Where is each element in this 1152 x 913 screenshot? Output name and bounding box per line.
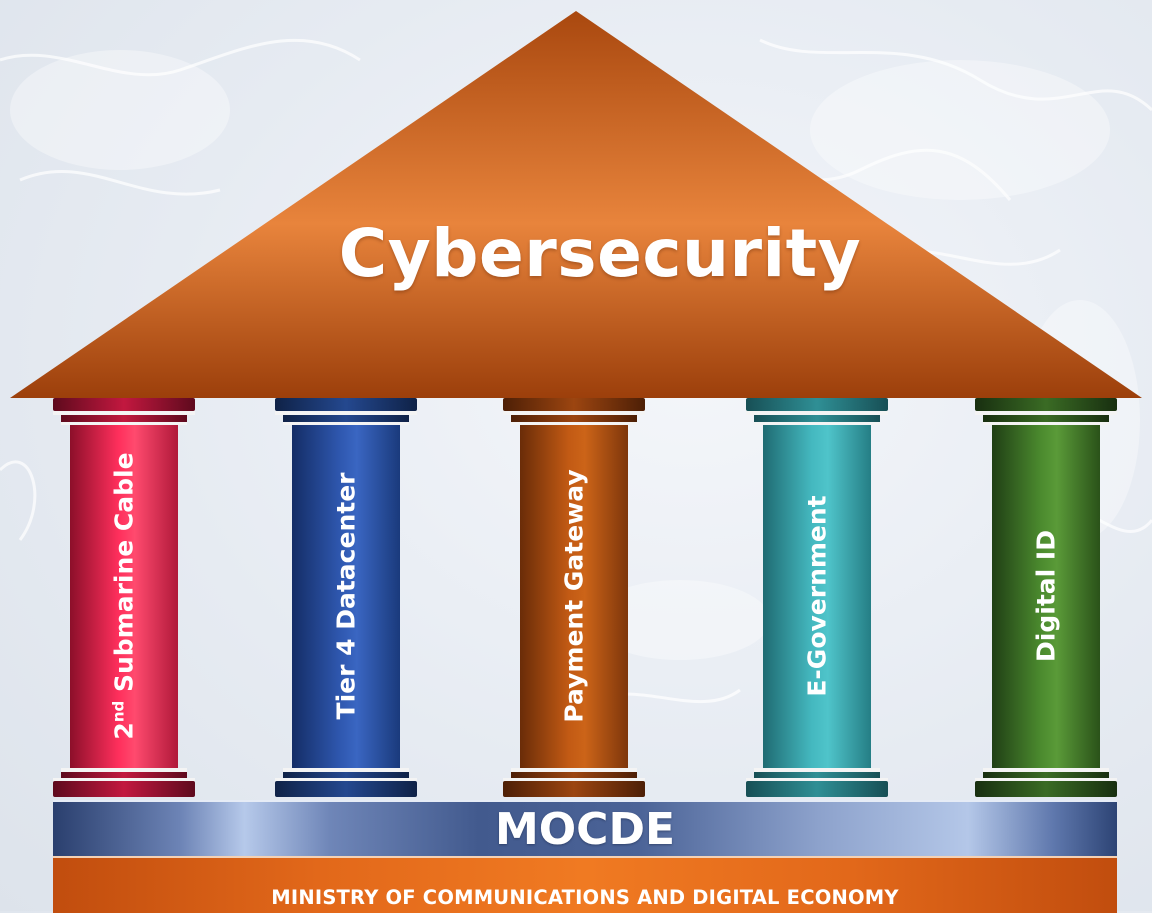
pillar-label: Digital ID: [1031, 530, 1061, 662]
pillar-tier4-datacenter: Tier 4 Datacenter: [275, 398, 417, 800]
ministry-band: MINISTRY OF COMMUNICATIONS AND DIGITAL E…: [53, 856, 1117, 913]
pillar-submarine-cable: 2nd Submarine Cable: [53, 398, 195, 800]
pillar-label: 2nd Submarine Cable: [109, 452, 139, 740]
pillar-digital-id: Digital ID: [975, 398, 1117, 800]
pillar-label: E-Government: [802, 495, 832, 697]
roof-title: Cybersecurity: [338, 215, 862, 292]
foundation-title: MOCDE: [494, 804, 676, 855]
roof: [10, 11, 1142, 398]
foundation-band: MOCDE: [53, 800, 1117, 858]
pillar-e-government: E-Government: [746, 398, 888, 800]
ministry-name: MINISTRY OF COMMUNICATIONS AND DIGITAL E…: [271, 886, 899, 909]
pillar-label: Payment Gateway: [559, 469, 589, 723]
pillar-payment-gateway: Payment Gateway: [503, 398, 645, 800]
pillar-label: Tier 4 Datacenter: [331, 472, 361, 720]
